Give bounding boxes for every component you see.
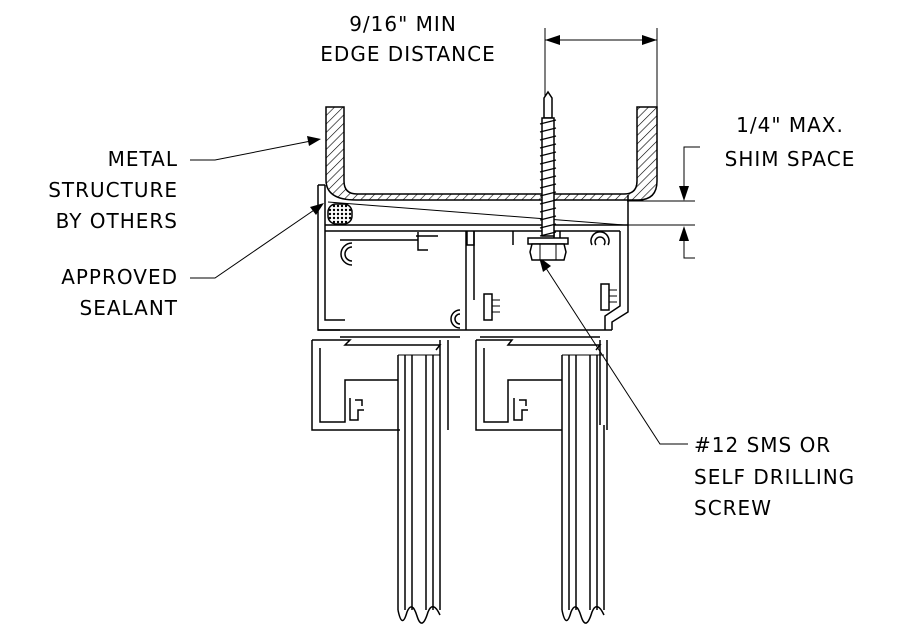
shim-space-line-1: 1/4" MAX. — [736, 113, 844, 137]
screw-line-2: SELF DRILLING — [694, 465, 855, 489]
sealant-bead — [327, 203, 353, 225]
right-glazing-pocket — [475, 339, 608, 431]
screw-line-3: SCREW — [694, 496, 772, 520]
sealant-label: APPROVED SEALANT — [61, 265, 178, 320]
screw-line-1: #12 SMS OR — [694, 433, 831, 457]
shim-space-line-2: SHIM SPACE — [725, 147, 856, 171]
sealant-leader — [190, 203, 324, 279]
metal-structure-line-3: BY OTHERS — [56, 209, 178, 233]
right-glass-pane — [561, 354, 605, 624]
left-glass-pane — [397, 354, 441, 624]
shim-wedge — [327, 201, 625, 226]
sealant-line-1: APPROVED — [61, 265, 178, 289]
head-frame-profile — [317, 184, 629, 338]
metal-structure-line-1: METAL — [108, 147, 178, 171]
edge-distance-line-1: 9/16" MIN — [349, 12, 457, 36]
screw-label: #12 SMS OR SELF DRILLING SCREW — [694, 433, 855, 520]
metal-structure-label: METAL STRUCTURE BY OTHERS — [48, 147, 178, 233]
shim-space-label: 1/4" MAX. SHIM SPACE — [725, 113, 856, 171]
edge-distance-line-2: EDGE DISTANCE — [320, 42, 495, 66]
sealant-line-2: SEALANT — [80, 296, 178, 320]
metal-structure-line-2: STRUCTURE — [48, 178, 178, 202]
metal-structure-channel — [325, 106, 658, 201]
screw-fastener — [527, 90, 569, 261]
edge-distance-dimension — [544, 28, 658, 110]
left-glazing-pocket — [311, 339, 449, 431]
edge-distance-label: 9/16" MIN EDGE DISTANCE — [320, 12, 495, 66]
metal-structure-leader — [190, 136, 321, 161]
shim-space-dimension — [627, 146, 700, 259]
